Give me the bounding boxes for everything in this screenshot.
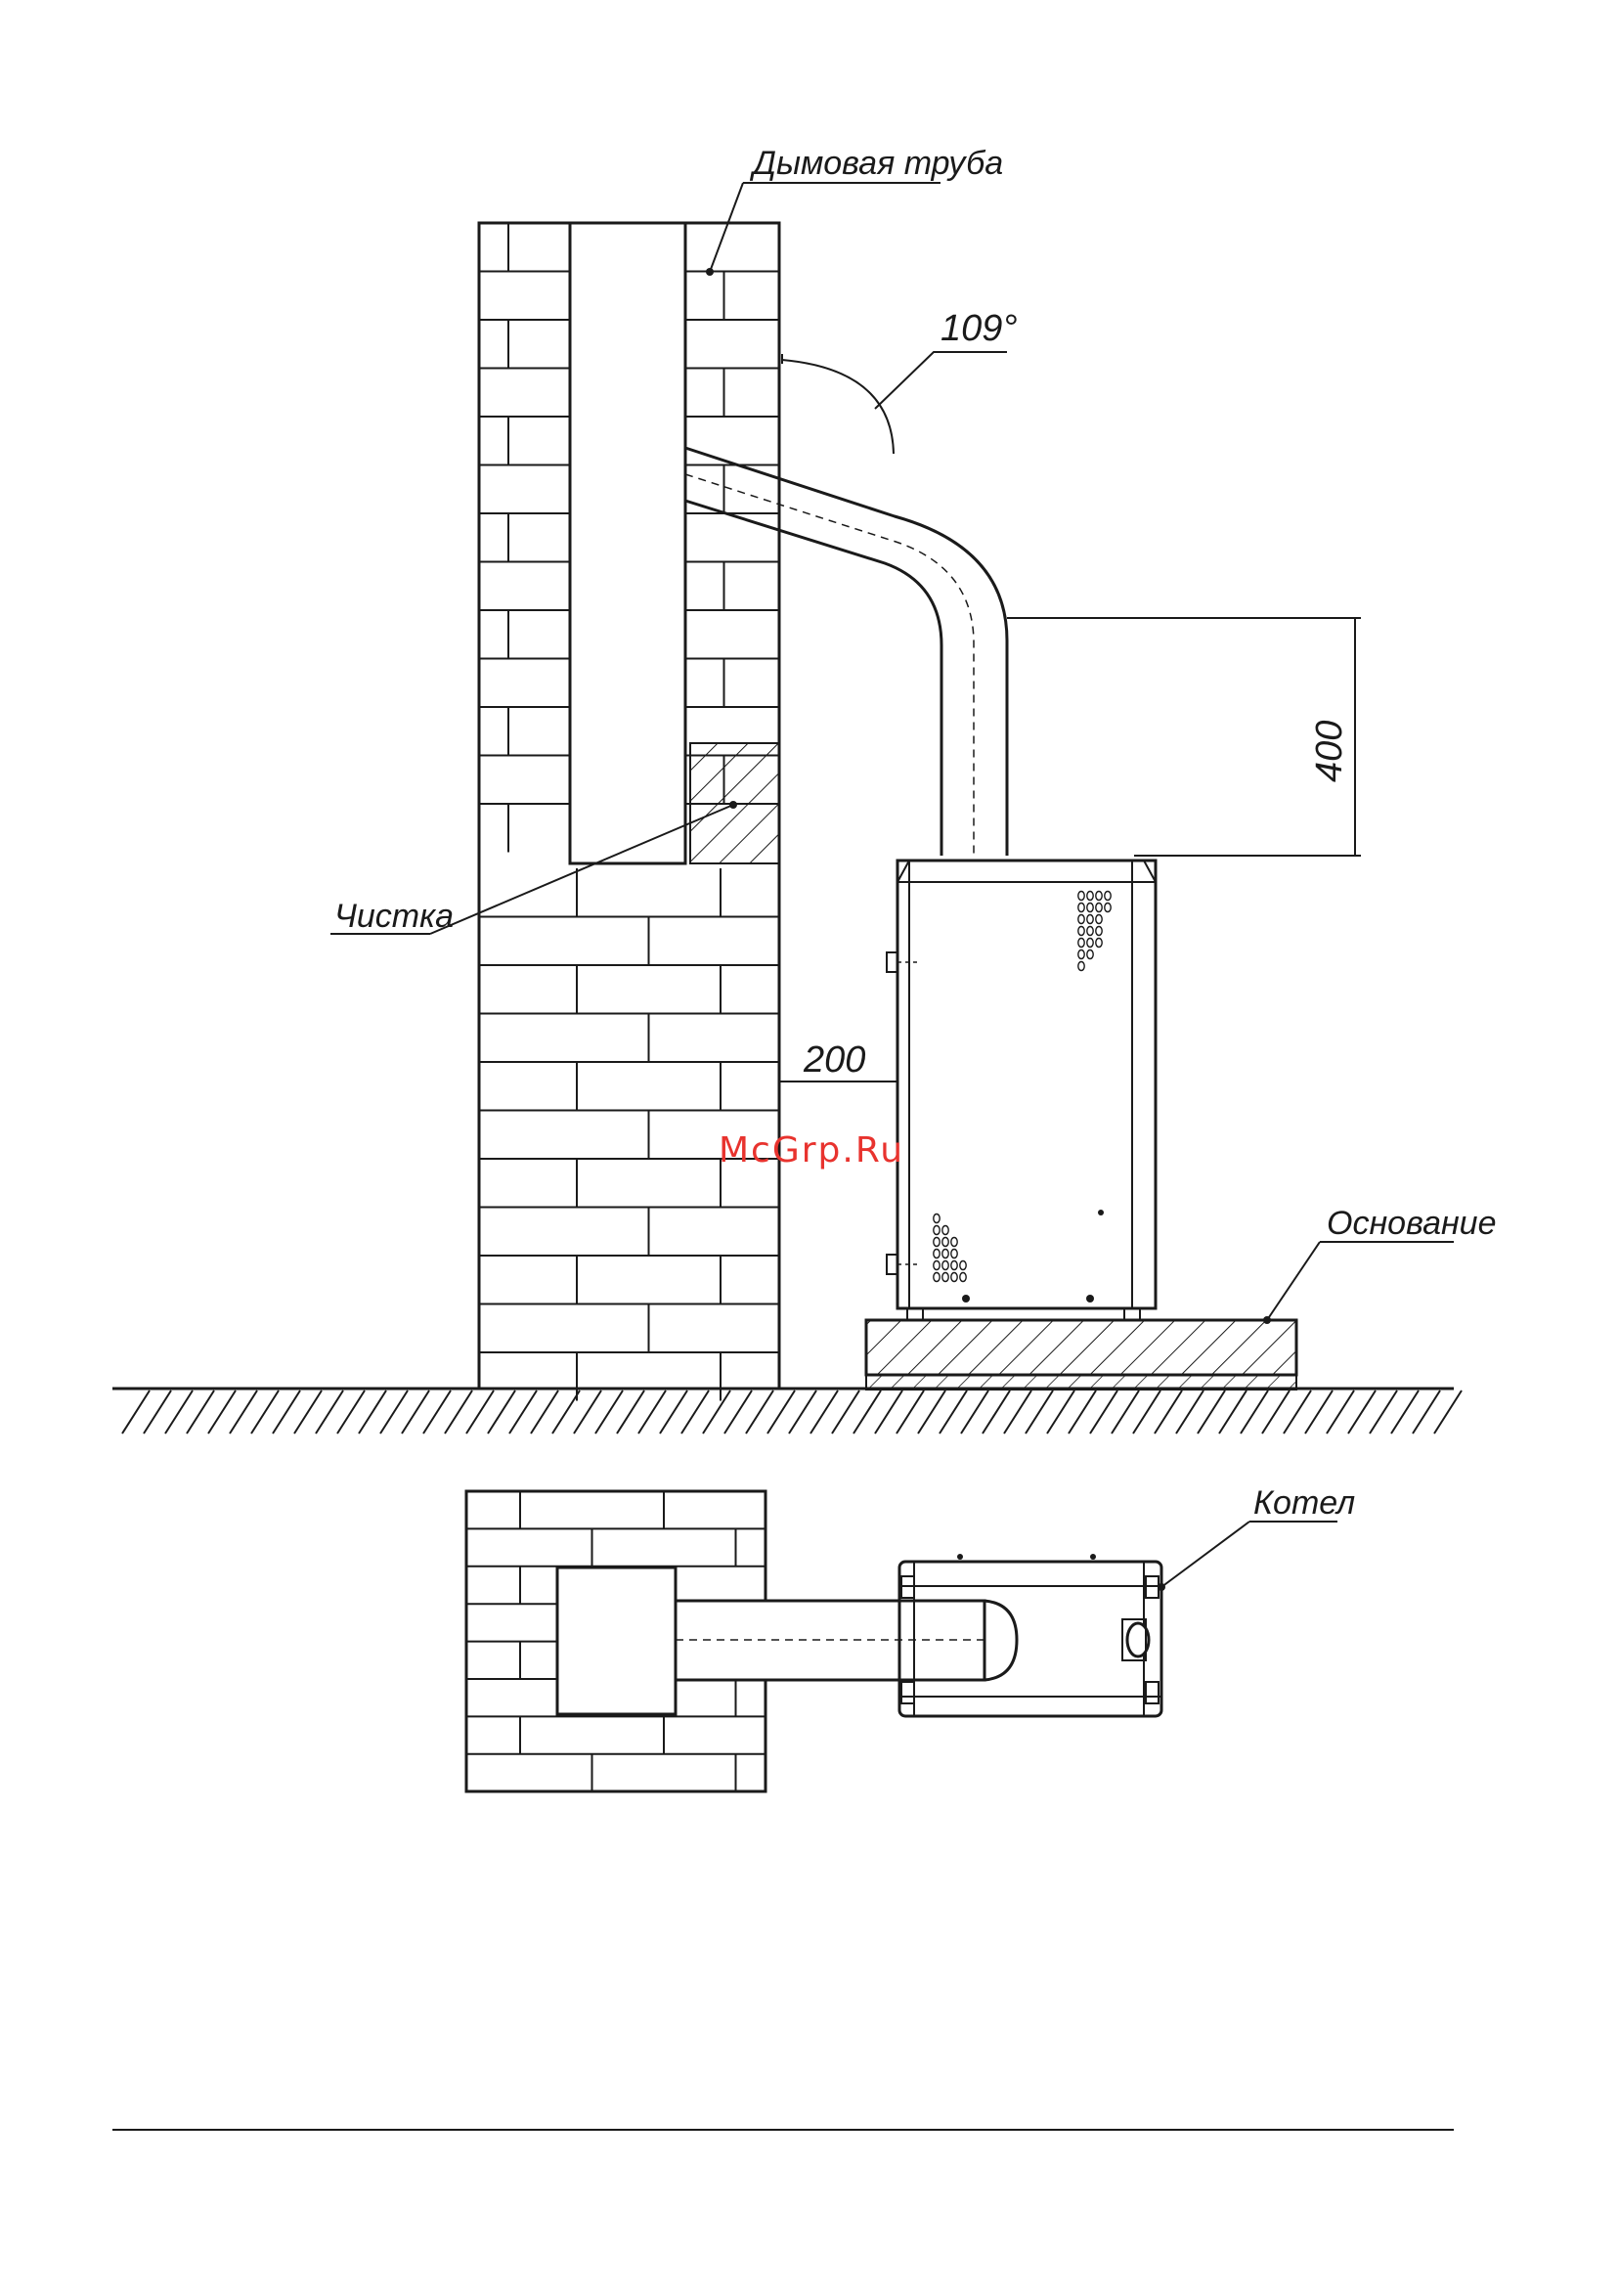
angle-annotation: 109° bbox=[782, 308, 1018, 454]
gap-dimension: 200 bbox=[779, 1039, 897, 1082]
base-label-group: Основание bbox=[1263, 1205, 1497, 1324]
height-dimension: 400 bbox=[1007, 618, 1361, 856]
ground bbox=[112, 1389, 1462, 1434]
vent-holes-bottom bbox=[934, 1214, 966, 1282]
base-label: Основание bbox=[1327, 1205, 1497, 1242]
flue-channel bbox=[570, 223, 685, 863]
boiler-label: Котел bbox=[1253, 1484, 1355, 1522]
plan-view: Котел bbox=[466, 1484, 1355, 1791]
chimney-wall bbox=[479, 223, 779, 1401]
vent-holes-top bbox=[1078, 892, 1111, 971]
boiler-label-group: Котел bbox=[1158, 1484, 1355, 1591]
ground-hatching bbox=[122, 1391, 1462, 1434]
boiler-elevation bbox=[887, 861, 1156, 1320]
cleaning-label: Чистка bbox=[334, 898, 454, 935]
elevation-view: 109° 400 bbox=[112, 145, 1497, 1434]
chimney-label: Дымовая труба bbox=[749, 145, 1003, 182]
height-dimension-label: 400 bbox=[1309, 721, 1350, 782]
chimney-label-group: Дымовая труба bbox=[706, 145, 1003, 276]
angle-label: 109° bbox=[941, 308, 1018, 349]
watermark: McGrp.Ru bbox=[719, 1130, 904, 1170]
plan-smoke-pipe bbox=[676, 1601, 1017, 1680]
boiler-base bbox=[866, 1320, 1296, 1390]
gap-dimension-label: 200 bbox=[803, 1039, 865, 1081]
plan-flue-channel bbox=[557, 1567, 676, 1714]
